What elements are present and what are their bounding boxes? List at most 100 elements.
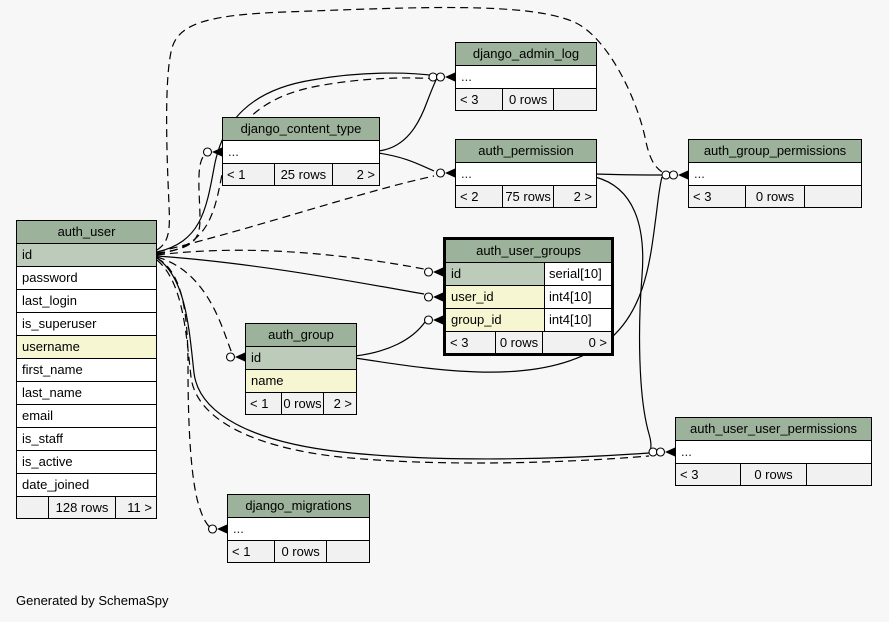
generated-by-credit: Generated by SchemaSpy [16,593,169,608]
table-auth-user-user-permissions: auth_user_user_permissions ... < 3 0 row… [675,417,872,486]
column-row: name [246,370,356,393]
edge-endpoint-dot [428,72,438,82]
row-count: 0 rows [739,464,807,485]
edge-permission-user-permissions [594,176,652,453]
table-title[interactable]: auth_user_groups [446,240,611,263]
column-row: first_name [17,359,156,382]
crow-foot-arrow [665,447,675,457]
column-row: id [246,347,356,370]
row-count: 0 rows [281,393,323,414]
footer-left[interactable]: < 3 [680,467,699,482]
table-title[interactable]: auth_permission [456,140,596,163]
edge-endpoint-dot [435,72,446,82]
column-type: int4[10] [544,309,611,331]
edge-auth-user-group-implied [156,256,233,354]
footer-left[interactable]: < 3 [693,189,712,204]
edge-endpoint-dot [661,170,671,180]
elided-columns: ... [689,163,861,186]
footer-right [803,186,861,207]
crow-foot-arrow [445,72,455,82]
table-footer: 128 rows 11 > [17,497,156,518]
table-title[interactable]: auth_user_user_permissions [676,418,871,441]
edge-auth-user-user-permissions-implied [156,259,650,464]
table-footer: < 1 0 rows 2 > [246,393,356,414]
elided-columns: ... [676,441,871,464]
table-footer: < 1 0 rows [228,541,369,562]
edge-auth-user-user-groups-userid [156,255,425,295]
row-count: 75 rows [501,186,553,207]
edge-group-user-groups-groupid [354,321,426,357]
column-type: int4[10] [544,286,611,308]
column-row: group_id int4[10] [446,309,611,332]
edge-group-group-permissions [354,176,663,373]
column-name: id [446,263,544,285]
column-type: serial[10] [544,263,611,285]
edge-endpoint-dot [207,524,218,534]
elided-columns: ... [223,141,379,164]
table-title[interactable]: auth_group_permissions [689,140,861,163]
edge-endpoint-dot [668,170,679,180]
table-footer: < 3 0 rows [456,89,596,110]
row-count: 0 rows [745,186,803,207]
table-title[interactable]: auth_user [17,221,156,244]
edge-permission-group-permissions [594,173,663,176]
column-row: username [17,336,156,359]
footer-right [325,541,369,562]
crow-foot-arrow [235,352,245,362]
edge-auth-user-content-type-implied [156,156,204,254]
column-row: user_id int4[10] [446,286,611,309]
footer-left[interactable]: < 3 [460,92,479,107]
column-row: password [17,267,156,290]
table-auth-group: auth_group id name < 1 0 rows 2 > [245,323,357,415]
column-row: last_name [17,382,156,405]
footer-right[interactable]: 0 > [542,332,611,353]
edge-content-type-permission [377,152,435,172]
footer-right[interactable]: 2 > [323,393,356,414]
elided-columns: ... [456,163,596,186]
row-count: 0 rows [274,541,326,562]
column-name: group_id [446,309,544,331]
footer-left[interactable]: < 2 [460,189,479,204]
table-title[interactable]: django_migrations [228,495,369,518]
footer-right[interactable]: 2 > [331,164,379,185]
table-footer: < 3 0 rows [689,186,861,207]
table-auth-user: auth_user id password last_login is_supe… [16,220,157,519]
edge-content-type-admin-log [377,77,438,152]
table-footer: < 2 75 rows 2 > [456,186,596,207]
footer-left[interactable]: < 1 [250,396,269,411]
edge-auth-user-group-permissions-implied [156,6,663,251]
footer-left[interactable]: < 1 [227,167,246,182]
edge-endpoint-dot [648,447,658,457]
footer-left[interactable]: < 1 [232,544,251,559]
column-name: user_id [446,286,544,308]
table-auth-group-permissions: auth_group_permissions ... < 3 0 rows [688,139,862,208]
column-row: is_active [17,451,156,474]
table-footer: < 1 25 rows 2 > [223,164,379,185]
edge-endpoint-dot [423,292,434,302]
footer-right[interactable]: 2 > [553,186,596,207]
edge-endpoint-dot [202,147,213,157]
footer-left[interactable]: < 3 [450,335,469,350]
column-row: id [17,244,156,267]
table-title[interactable]: django_admin_log [456,43,596,66]
crow-foot-arrow [217,524,227,534]
footer-right [806,464,871,485]
edge-auth-user-user-groups-id-implied [156,249,425,270]
elided-columns: ... [228,518,369,541]
elided-columns: ... [456,66,596,89]
table-title[interactable]: auth_group [246,324,356,347]
crow-foot-arrow [445,168,455,178]
table-auth-user-groups-focal: auth_user_groups id serial[10] user_id i… [443,237,614,356]
column-row: is_superuser [17,313,156,336]
row-count: 0 rows [501,89,553,110]
footer-right[interactable]: 11 > [115,497,156,518]
table-footer: < 3 0 rows 0 > [446,332,611,353]
column-row: date_joined [17,474,156,497]
edge-auth-user-user-permissions-solid [156,257,650,460]
column-row: email [17,405,156,428]
table-title[interactable]: django_content_type [223,118,379,141]
table-django-admin-log: django_admin_log ... < 3 0 rows [455,42,597,111]
column-row: last_login [17,290,156,313]
